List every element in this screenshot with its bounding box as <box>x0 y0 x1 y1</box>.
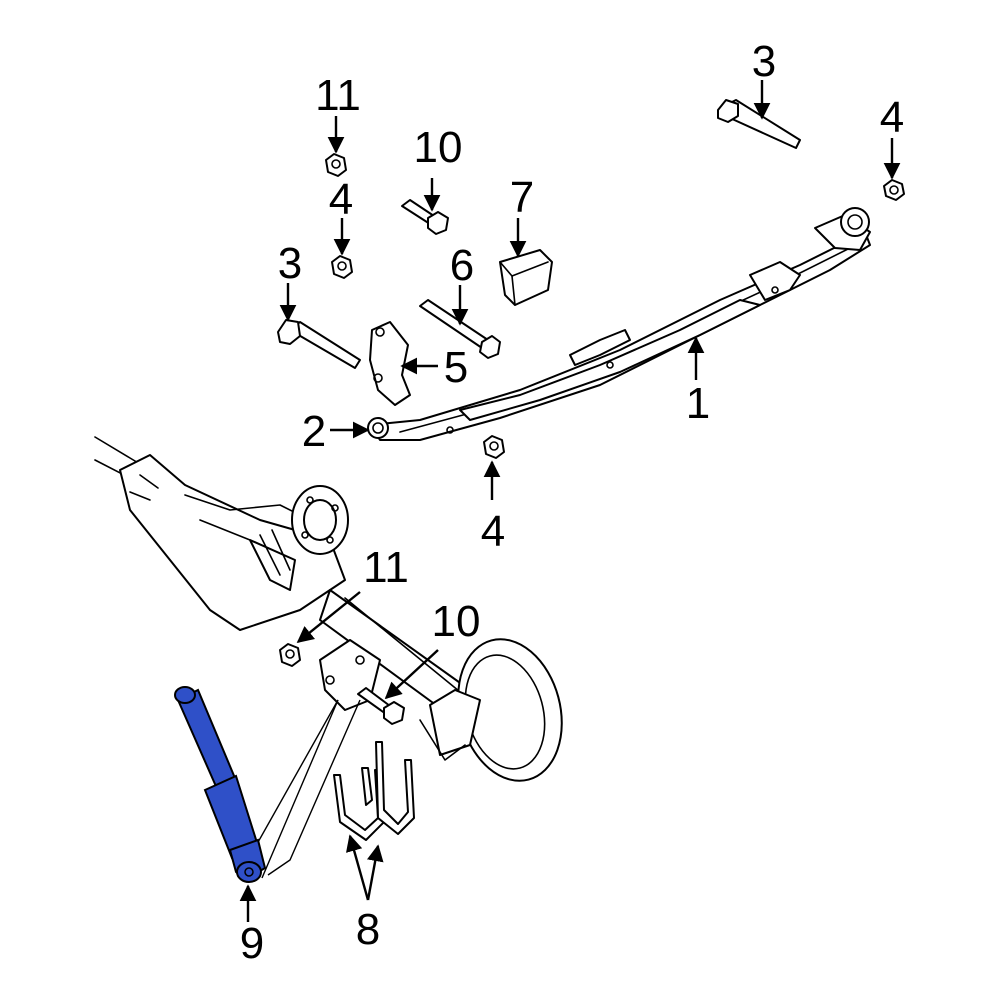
bolt-10-top <box>401 199 449 235</box>
callout-7: 7 <box>510 173 534 222</box>
nut-4-top-right <box>883 179 905 201</box>
u-bolts-8 <box>333 741 415 841</box>
shock-absorber-9 <box>174 686 361 883</box>
callout-3-top: 3 <box>752 37 776 86</box>
shackle-5 <box>369 321 411 406</box>
leaf-spring <box>367 207 871 441</box>
nut-4-bottom <box>483 435 505 459</box>
callout-8: 8 <box>356 905 380 954</box>
nut-4-left <box>331 255 353 279</box>
callout-10-top: 10 <box>414 123 463 172</box>
nut-11-top <box>325 153 347 177</box>
bolt-3-top <box>717 99 801 149</box>
bolt-3-left <box>277 319 361 369</box>
callout-9: 9 <box>240 919 264 968</box>
bolt-10-lower <box>357 687 405 725</box>
callout-3-left: 3 <box>278 239 302 288</box>
callout-4-bottom: 4 <box>481 507 505 556</box>
callout-11-top: 11 <box>315 71 361 120</box>
callout-6: 6 <box>450 241 474 290</box>
callout-4-top-right: 4 <box>880 93 904 142</box>
callout-2: 2 <box>302 407 326 456</box>
callout-11-lower: 11 <box>363 543 409 592</box>
callout-10-lower: 10 <box>432 597 481 646</box>
callout-1: 1 <box>686 379 710 428</box>
callout-4-left: 4 <box>329 175 353 224</box>
callout-5: 5 <box>444 343 468 392</box>
nut-11-lower <box>279 643 301 667</box>
callout-arrows <box>239 80 901 922</box>
axle-housing <box>94 436 563 782</box>
bumper-7 <box>499 249 553 306</box>
